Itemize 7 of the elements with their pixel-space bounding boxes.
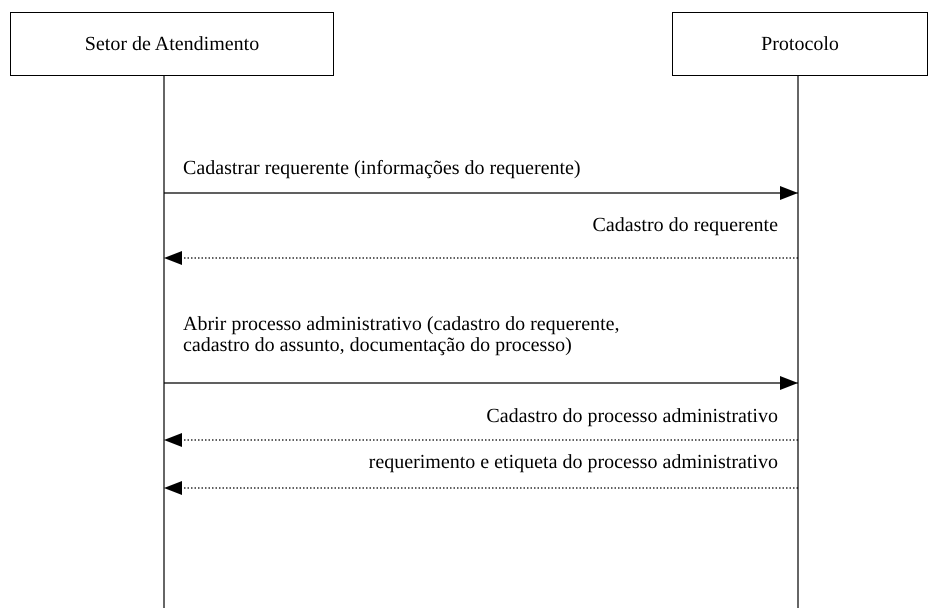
participant-box: Protocolo xyxy=(672,12,928,76)
message-arrow xyxy=(164,481,798,495)
message-arrow xyxy=(164,186,798,200)
message-arrow xyxy=(164,433,798,447)
message-arrow xyxy=(164,251,798,265)
participant-box: Setor de Atendimento xyxy=(10,12,334,76)
message-arrow xyxy=(164,376,798,390)
